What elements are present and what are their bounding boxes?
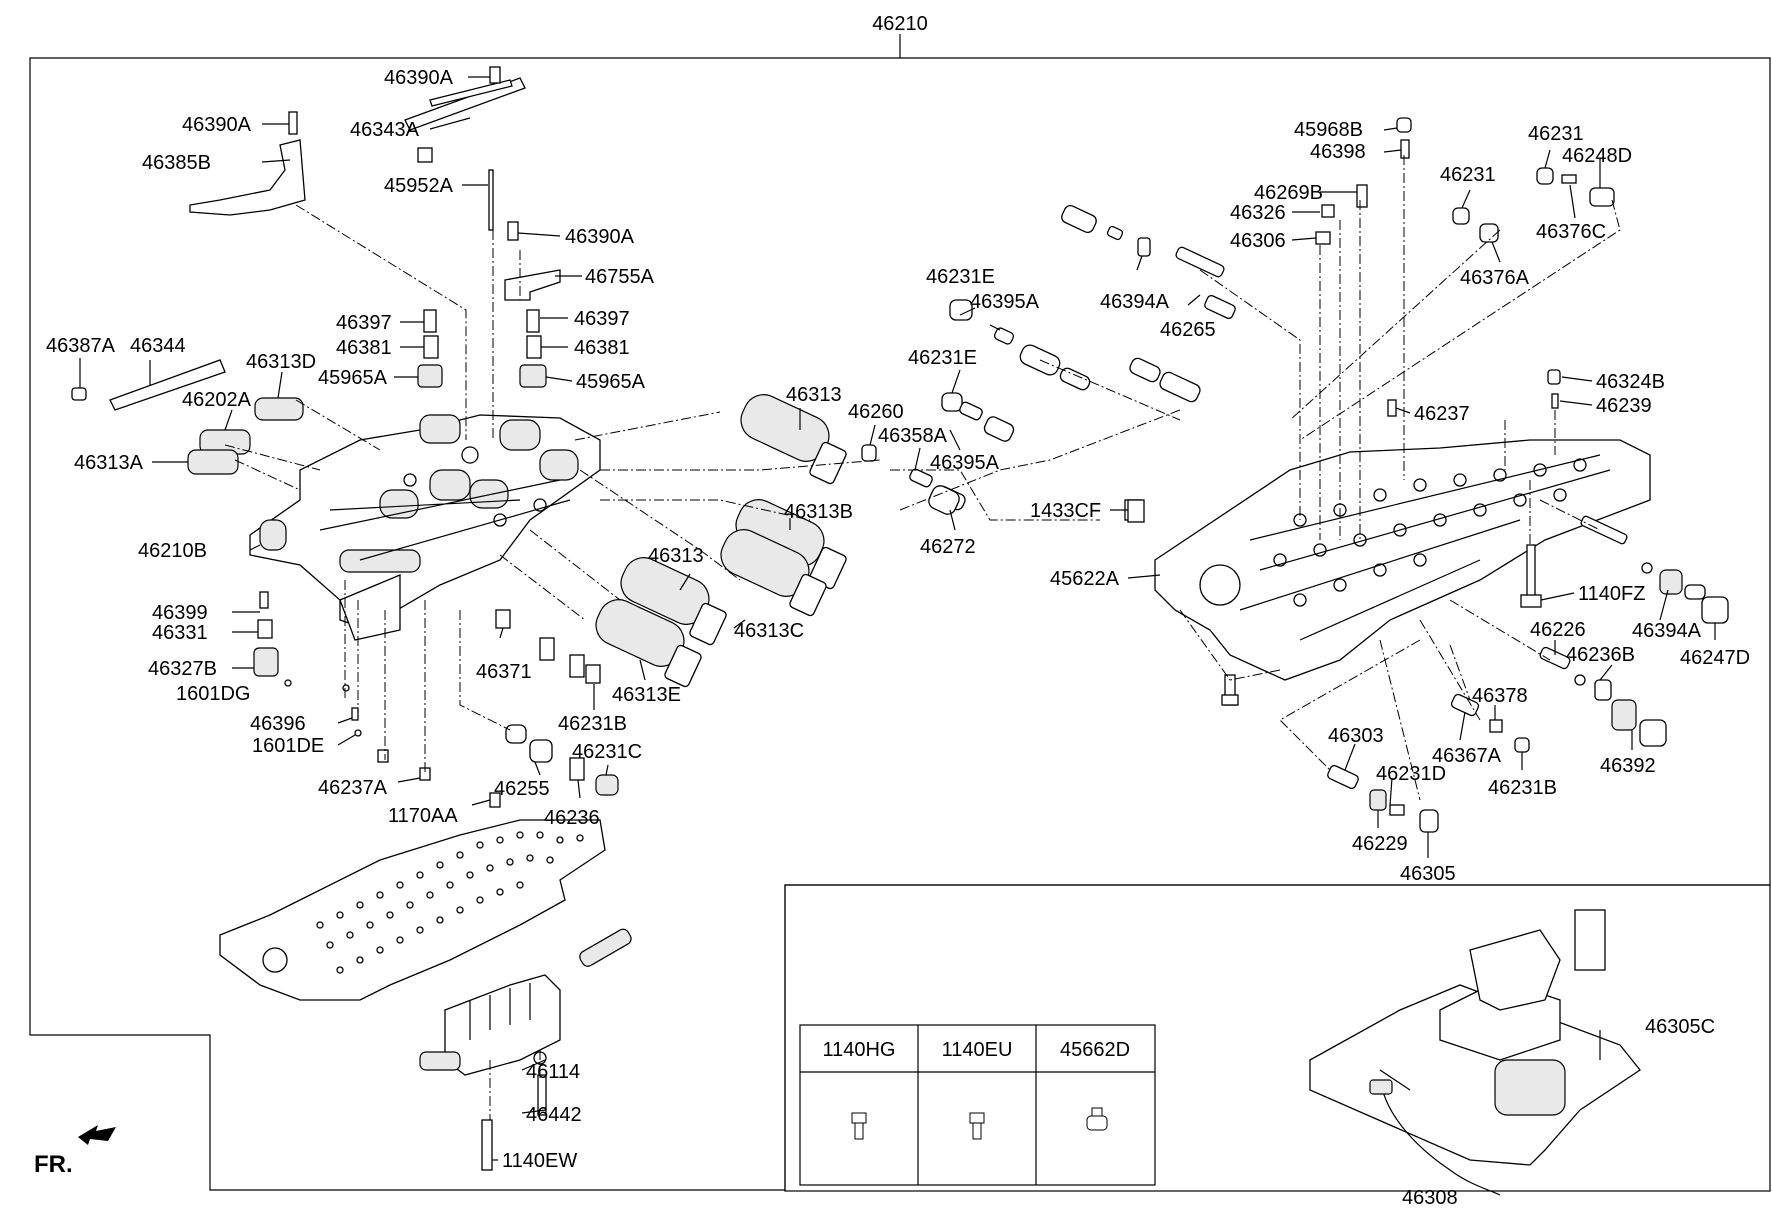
part-label: 46367A (1432, 745, 1502, 767)
part-label: 46390A (182, 114, 252, 136)
lower-solenoid-body-drawing (419, 928, 632, 1076)
part-label: 46239 (1596, 395, 1652, 417)
part-label: 46236 (544, 807, 600, 829)
part-label: 1601DE (252, 735, 324, 757)
part-label: 46396 (250, 713, 306, 735)
part-label: 46326 (1230, 202, 1286, 224)
part-label: 46394A (1100, 291, 1170, 313)
inset-frame (784, 884, 1771, 1192)
part-label: 46231 (1440, 164, 1496, 186)
part-label: 46313 (786, 384, 842, 406)
part-label: 46260 (848, 401, 904, 423)
part-label: 1170AA (388, 805, 458, 827)
inset-bracket-drawing (1309, 909, 1641, 1196)
part-label: 46381 (336, 337, 392, 359)
part-label: 1433CF (1030, 500, 1101, 522)
part-label: 46303 (1328, 725, 1384, 747)
part-label: 46231E (926, 266, 995, 288)
solenoid-drawings (595, 394, 847, 688)
part-label: 46392 (1600, 755, 1656, 777)
part-label: 46755A (585, 266, 655, 288)
part-label: 46231C (572, 741, 642, 763)
top-assembly-label: 46210 (872, 13, 928, 35)
part-label: 46399 (152, 602, 208, 624)
part-label: 46387A (46, 335, 116, 357)
part-label: 46114 (526, 1061, 580, 1083)
part-label: 46358A (878, 425, 948, 447)
legend-table (799, 1024, 1156, 1186)
part-label: 46231B (1488, 777, 1557, 799)
part-label: 45968B (1294, 119, 1363, 141)
part-label: 46395A (970, 291, 1040, 313)
left-small-parts (71, 66, 619, 1171)
leader-lines (79, 76, 1716, 1161)
part-label: 46327B (148, 658, 217, 680)
part-label: 46248D (1562, 145, 1632, 167)
part-label: 46385B (142, 152, 211, 174)
part-label: 46313B (784, 501, 853, 523)
part-label: 46398 (1310, 141, 1366, 163)
part-label: 46237A (318, 777, 388, 799)
part-label: 46344 (130, 335, 186, 357)
part-label: 46397 (336, 312, 392, 334)
part-label: 46394A (1632, 620, 1702, 642)
part-label: 45952A (384, 175, 454, 197)
part-label: 46313 (648, 545, 704, 567)
part-label: 1601DG (176, 683, 251, 705)
part-label: 46226 (1530, 619, 1586, 641)
part-label: 46236B (1566, 644, 1635, 666)
part-label: 45965A (318, 367, 388, 389)
part-label: 46313C (734, 620, 804, 642)
part-label: 46229 (1352, 833, 1408, 855)
part-label: 45622A (1050, 568, 1120, 590)
part-label: 46442 (526, 1104, 582, 1126)
alignment-lines (224, 155, 1621, 1120)
part-label: 46313E (612, 684, 681, 706)
part-label: 46231 (1528, 123, 1584, 145)
part-label: 46269B (1254, 182, 1323, 204)
part-label: 46255 (494, 778, 550, 800)
part-label: 46308 (1402, 1187, 1458, 1209)
part-label: 46231E (908, 347, 977, 369)
part-label: 46265 (1160, 319, 1216, 341)
part-label: 46381 (574, 337, 630, 359)
legend-header-1140hg: 1140HG (822, 1039, 895, 1061)
pin-icon-45662d (1086, 1107, 1108, 1131)
part-label: 45965A (576, 371, 646, 393)
part-label: 46247D (1680, 647, 1750, 669)
part-label: 46313A (74, 452, 144, 474)
part-label: 46210B (138, 540, 207, 562)
legend-header-45662d: 45662D (1060, 1039, 1130, 1061)
fr-label: FR. (34, 1151, 73, 1178)
part-labels: 46210 46390A 46390A 46343A 46385B 45952A… (34, 13, 1750, 1209)
part-label: 46343A (350, 119, 420, 141)
part-label: 46237 (1414, 403, 1470, 425)
part-label: 46376C (1536, 221, 1606, 243)
part-label: 46231D (1376, 763, 1446, 785)
bolt-icon-1140eu (969, 1112, 985, 1140)
fr-arrow-icon (78, 1125, 116, 1145)
part-label: 46305C (1645, 1016, 1715, 1038)
bolt-icon-1140hg (851, 1112, 867, 1140)
separator-plate-drawing (219, 819, 606, 1001)
part-label: 46331 (152, 622, 208, 644)
part-label: 46324B (1596, 371, 1665, 393)
part-label: 46371 (476, 661, 532, 683)
part-label: 46390A (384, 67, 454, 89)
part-label: 46313D (246, 351, 316, 373)
part-label: 46395A (930, 452, 1000, 474)
part-label: 46376A (1460, 267, 1530, 289)
part-label: 46306 (1230, 230, 1286, 252)
part-label: 46202A (182, 389, 252, 411)
part-label: 46397 (574, 308, 630, 330)
legend-header-1140eu: 1140EU (942, 1039, 1013, 1061)
part-label: 46378 (1472, 685, 1528, 707)
part-label: 46231B (558, 713, 627, 735)
part-label: 46272 (920, 536, 976, 558)
part-label: 1140FZ (1578, 583, 1645, 605)
part-label: 1140EW (502, 1150, 577, 1172)
part-label: 46390A (565, 226, 635, 248)
part-label: 46305 (1400, 863, 1456, 885)
